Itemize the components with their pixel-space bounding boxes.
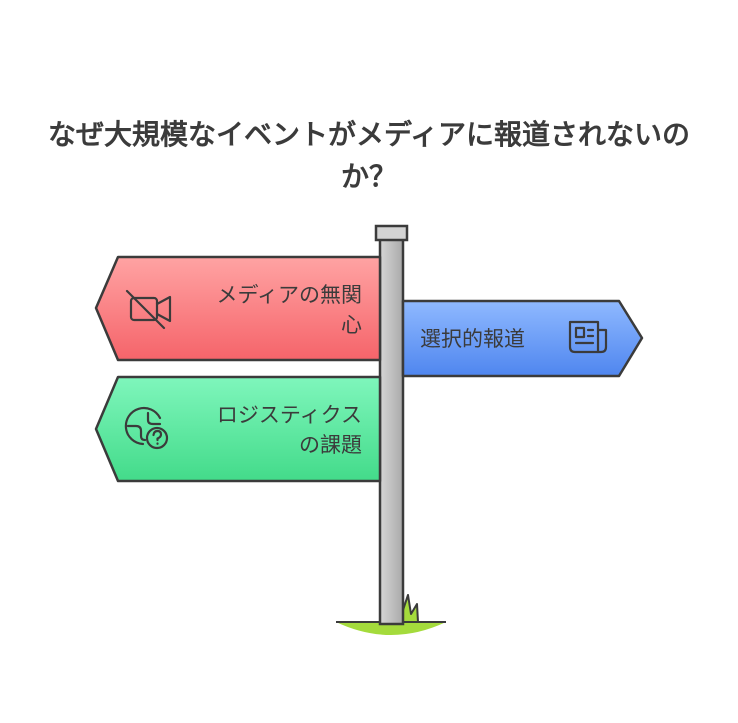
sign-logistics-issues-line1: ロジスティクス (217, 403, 362, 427)
sign-selective-reporting-label: 選択的報道 (420, 327, 525, 351)
sign-media-indifference-line2: 心 (341, 313, 362, 337)
globe-question-icon (124, 406, 169, 450)
sign-selective-reporting: 選択的報道 (401, 299, 644, 378)
sign-logistics-issues-line2: の課題 (299, 433, 362, 457)
sign-media-indifference: メディアの無関 心 (94, 255, 382, 362)
diagram-title: なぜ大規模なイベントがメディアに報道されないのか？ (47, 118, 691, 193)
sign-media-indifference-line1: メディアの無関 (216, 283, 362, 307)
newspaper-icon (568, 320, 608, 354)
sign-logistics-issues: ロジスティクス の課題 (94, 375, 382, 483)
video-off-icon (125, 289, 172, 330)
